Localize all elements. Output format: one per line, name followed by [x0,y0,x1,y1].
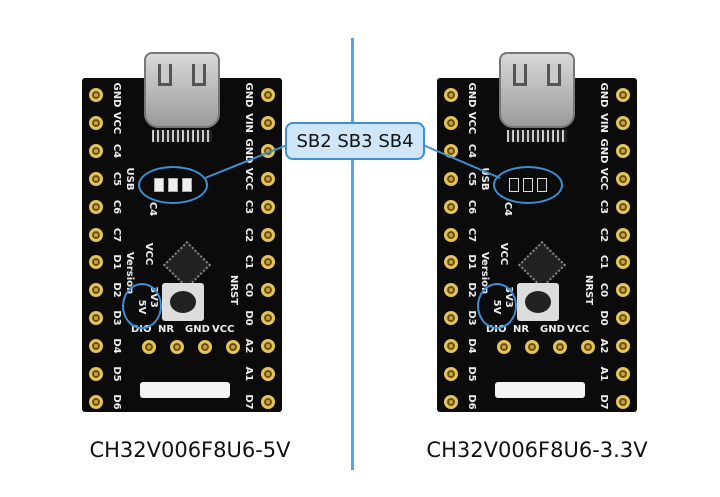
pin-pad [89,311,103,326]
pin-pad [89,199,103,214]
pin-pad [444,171,458,186]
pin-pad [444,283,458,298]
pin-pad [616,115,630,130]
pin-pad [497,340,511,354]
pin-pad [444,115,458,130]
leader-left [204,144,288,179]
usb-slot [158,64,172,86]
pin-pad [616,311,630,326]
pin-pad [616,88,630,102]
pin-pad [226,340,240,354]
silkscreen-box [495,382,585,398]
pin-pad [616,227,630,242]
pin-pad [444,367,458,381]
silkscreen-box [140,382,230,398]
pin-pad [616,283,630,298]
usb-c-connector [499,52,575,128]
pin-pad [261,311,275,326]
pin-pad [616,143,630,158]
pin-label: VCC [567,324,590,335]
highlight-ellipse [138,166,208,204]
pin-pad [444,255,458,270]
pin-pad [89,143,103,158]
highlight-ellipse [477,283,517,329]
usb-slot [513,64,527,86]
pin-pad [616,339,630,354]
pin-pad [170,340,184,354]
pin-pad [525,340,539,354]
pin-pad [553,340,567,354]
pin-pad [261,227,275,242]
pin-pad [261,199,275,214]
pin-pad [261,394,275,409]
left-board-caption: CH32V006F8U6-5V [89,438,291,462]
usb-contacts [507,130,567,142]
reset-button [162,283,204,321]
usb-slot [547,64,561,86]
pin-pad [444,339,458,354]
pin-pad [89,339,103,354]
pin-pad [89,227,103,242]
pin-pad [89,367,103,381]
pin-pad [89,171,103,186]
pin-pad [616,199,630,214]
solder-bridge-callout: SB2 SB3 SB4 [285,122,425,160]
pin-pad [616,367,630,381]
usb-slot [192,64,206,86]
pin-label: NR [158,324,175,335]
pin-pad [89,255,103,270]
highlight-ellipse [493,166,563,204]
pin-pad [444,227,458,242]
leader-right [422,144,501,179]
pin-pad [89,115,103,130]
pin-pad [616,171,630,186]
divider-line [351,38,354,470]
reset-button [517,283,559,321]
usb-contacts [152,130,212,142]
pin-label: GND [540,324,565,335]
pin-pad [89,394,103,409]
pin-label: NR [513,324,530,335]
pin-pad [444,394,458,409]
pin-pad [444,199,458,214]
pin-pad [142,340,156,354]
pin-pad [261,171,275,186]
usb-c-connector [144,52,220,128]
pin-pad [261,283,275,298]
pin-pad [261,255,275,270]
pin-label: DIO [486,324,507,335]
pin-label: GND [185,324,210,335]
pin-pad [89,283,103,298]
pin-pad [581,340,595,354]
pin-pad [89,88,103,102]
pin-pad [261,88,275,102]
pin-pad [616,394,630,409]
right-board-caption: CH32V006F8U6-3.3V [426,438,648,462]
pin-pad [444,88,458,102]
pin-label: DIO [131,324,152,335]
pin-pad [198,340,212,354]
pin-pad [616,255,630,270]
pin-pad [261,115,275,130]
pin-pad [444,311,458,326]
pin-label: VCC [212,324,235,335]
pin-pad [261,339,275,354]
pin-pad [261,367,275,381]
highlight-ellipse [122,283,162,329]
